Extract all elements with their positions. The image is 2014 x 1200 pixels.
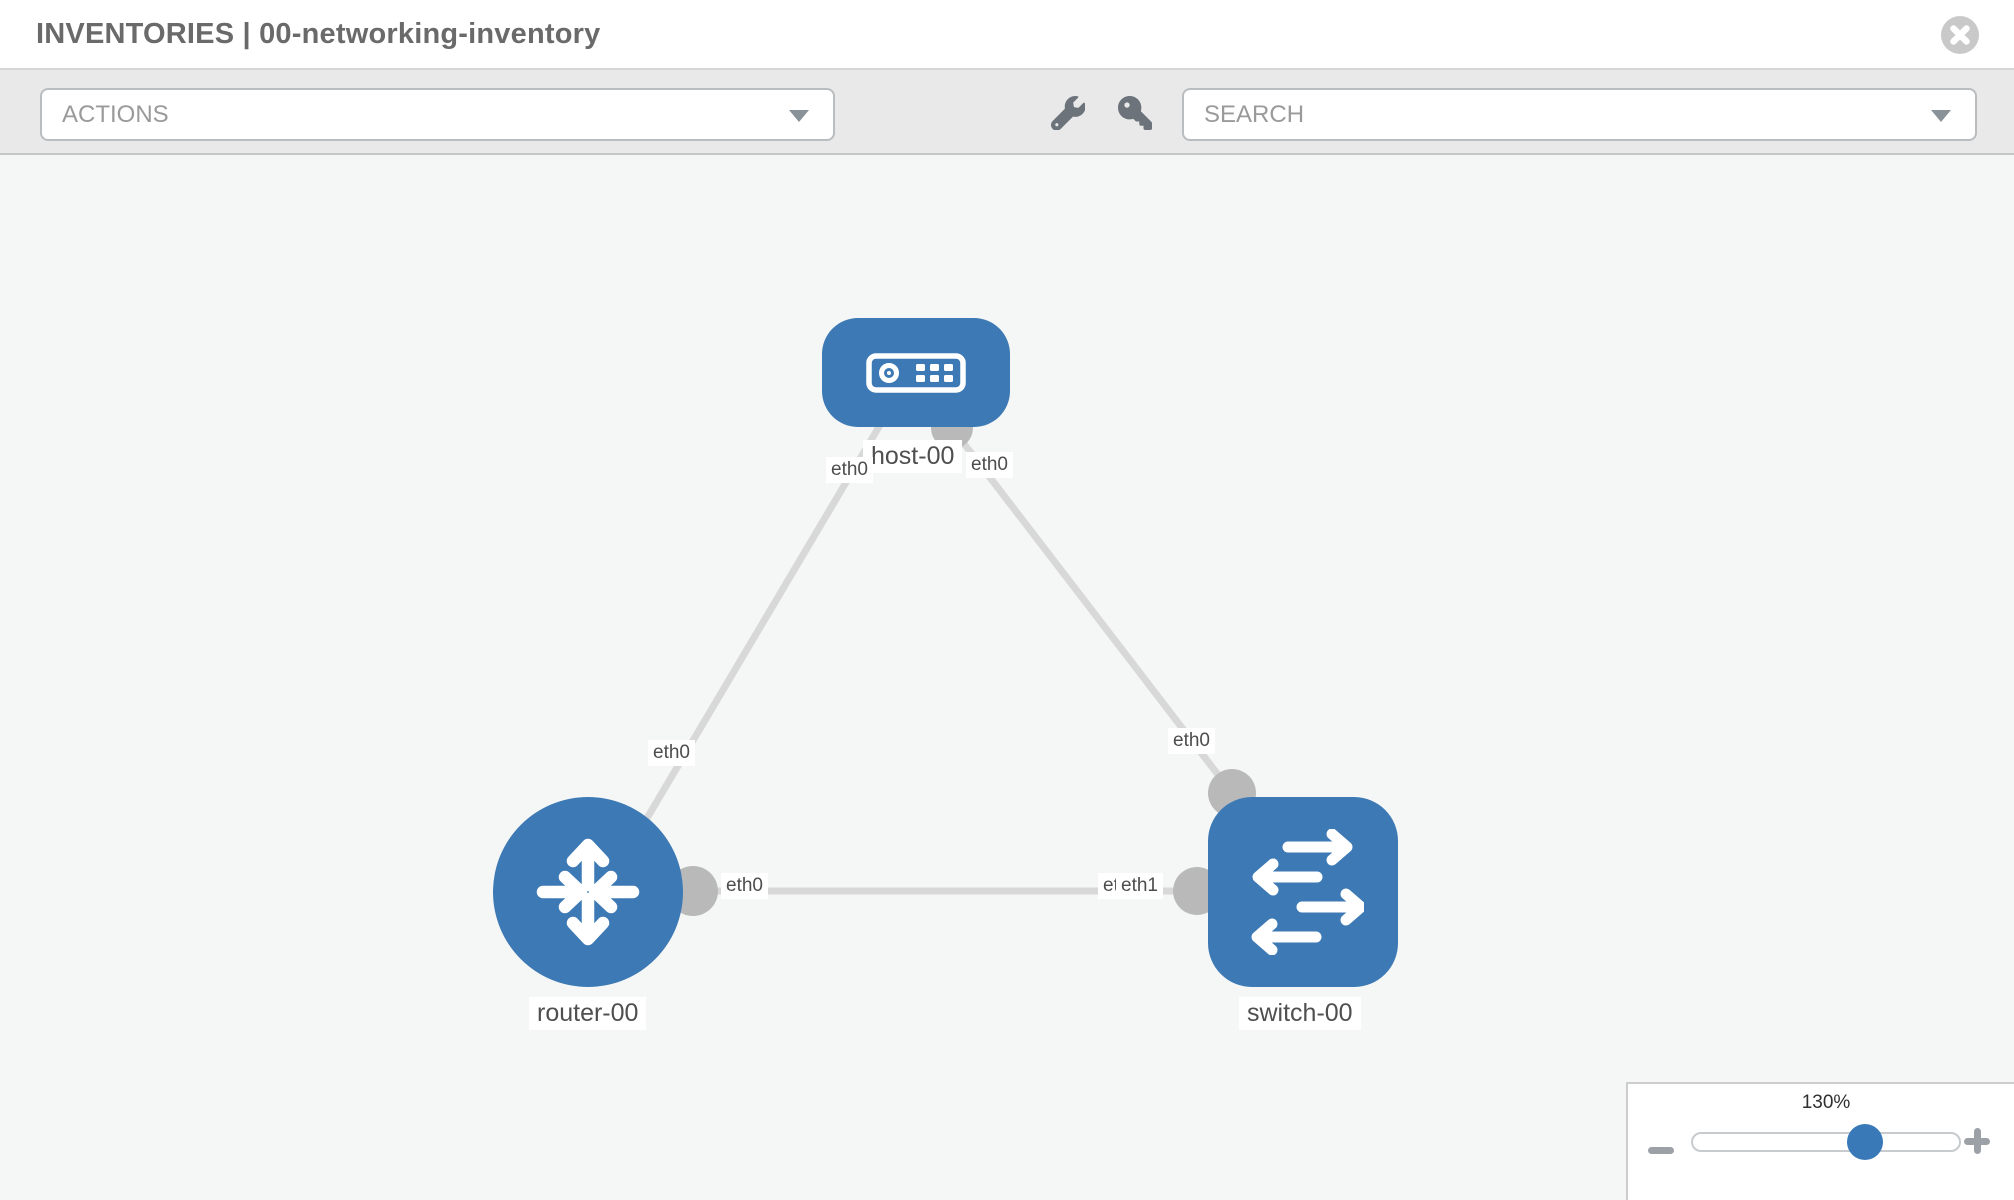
interface-label-switch-eth0-to-host: eth0 (1168, 728, 1215, 754)
chevron-down-icon (789, 110, 809, 122)
key-button[interactable] (1118, 96, 1152, 130)
search-placeholder: SEARCH (1204, 101, 1305, 128)
close-icon (1950, 25, 1970, 45)
zoom-out-button[interactable] (1648, 1137, 1674, 1163)
key-icon (1118, 96, 1152, 130)
interface-label-host-eth0-to-router: eth0 (826, 457, 873, 483)
interface-label-host-eth0-to-switch: eth0 (966, 452, 1013, 478)
interface-label-router-eth0-to-switch: eth0 (721, 873, 768, 899)
actions-dropdown[interactable]: ACTIONS (40, 88, 835, 141)
interface-label-switch-eth1-to-router: eth1 (1116, 873, 1163, 899)
zoom-level: 130% (1801, 1092, 1851, 1113)
page-title: INVENTORIES | 00-networking-inventory (36, 18, 601, 50)
interface-label-router-eth0-to-host: eth0 (648, 740, 695, 766)
link-host-router (636, 423, 884, 832)
wrench-icon (1051, 95, 1086, 131)
zoom-slider-track[interactable] (1691, 1132, 1961, 1152)
wrench-button[interactable] (1051, 95, 1086, 131)
links-layer (636, 407, 1256, 916)
router-icon (536, 838, 640, 946)
chevron-down-icon (1931, 110, 1951, 122)
switch-icon (1251, 829, 1364, 955)
node-host-00[interactable] (822, 318, 1010, 427)
toolbar: ACTIONS SEARCH (0, 70, 2014, 155)
host-icon (866, 352, 966, 393)
search-input[interactable]: SEARCH (1182, 88, 1977, 141)
node-label-switch-00: switch-00 (1239, 997, 1361, 1030)
header: INVENTORIES | 00-networking-inventory (0, 0, 2014, 70)
zoom-slider-thumb[interactable] (1847, 1124, 1883, 1160)
plus-icon (1974, 1128, 1981, 1154)
zoom-in-button[interactable] (1964, 1128, 1990, 1154)
zoom-panel: 130% (1626, 1082, 2014, 1200)
node-switch-00[interactable] (1208, 797, 1398, 987)
close-button[interactable] (1941, 16, 1979, 54)
node-label-router-00: router-00 (529, 997, 647, 1030)
minus-icon (1648, 1147, 1674, 1154)
topology-canvas[interactable]: host-00 router-00 switch-00 eth0 eth0 et… (0, 155, 2014, 1200)
node-label-host-00: host-00 (863, 440, 963, 473)
actions-dropdown-label: ACTIONS (62, 101, 169, 128)
node-router-00[interactable] (493, 797, 683, 987)
